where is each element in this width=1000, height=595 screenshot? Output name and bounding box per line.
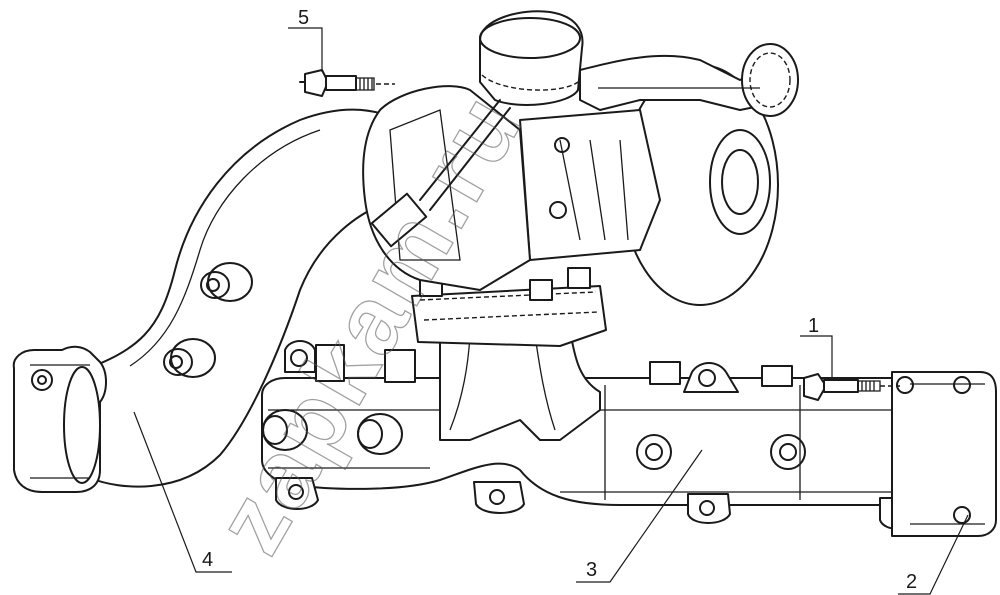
- callout-4: 4: [202, 549, 213, 571]
- pipe-4: [12, 108, 396, 493]
- gasket-2: [891, 371, 997, 537]
- callout-3: 3: [586, 559, 597, 581]
- callout-5: 5: [298, 7, 309, 29]
- callout-1: 1: [808, 315, 819, 337]
- bolt-1: [803, 373, 900, 401]
- callout-2: 2: [906, 571, 917, 593]
- turbocharger: [362, 10, 799, 306]
- callout-leaders: [133, 27, 969, 595]
- turbo-flange: [411, 267, 607, 347]
- bolt-5: [299, 69, 395, 97]
- manifold-3: [261, 340, 951, 530]
